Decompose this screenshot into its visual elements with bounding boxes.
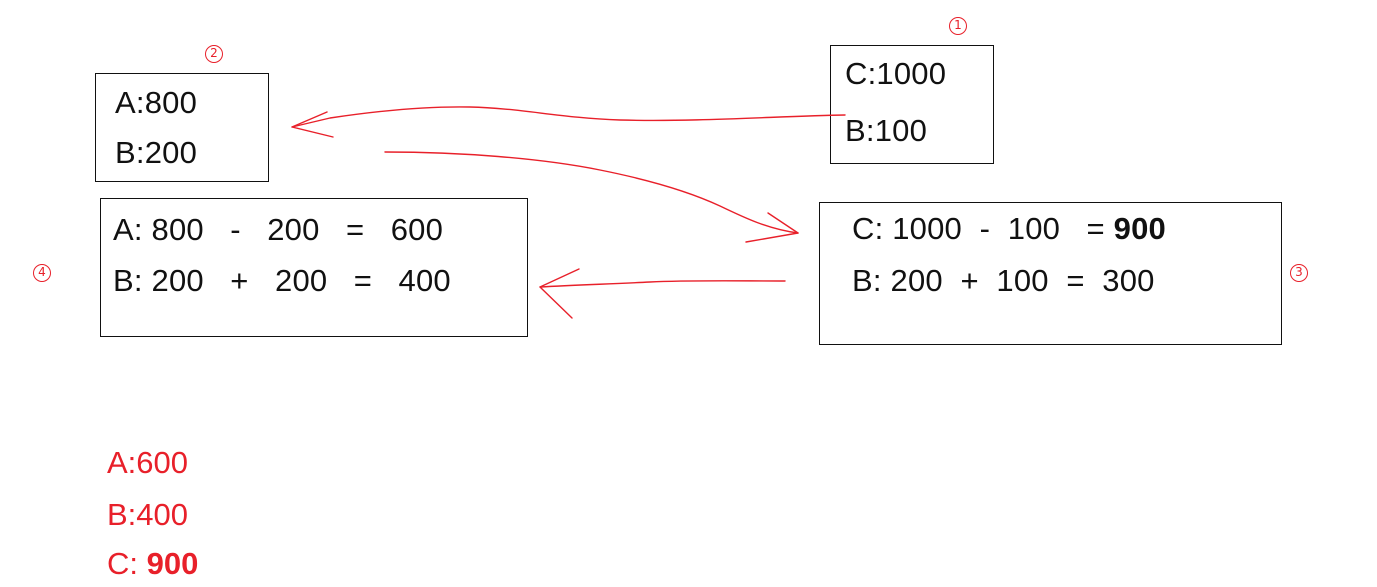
step-marker-3: 3	[1290, 264, 1308, 282]
box-3-line-c: C: 1000 - 100 = 900	[852, 211, 1166, 247]
arrow-box2-to-box3-head	[745, 212, 799, 243]
result-a: A:600	[107, 445, 189, 480]
step-marker-2: 2	[205, 45, 223, 63]
arrow-box1-to-box2	[291, 106, 846, 128]
box-3-line-c-expression: C: 1000 - 100 =	[852, 211, 1114, 246]
box-3-line-c-result: 900	[1113, 211, 1166, 246]
arrow-box1-to-box2-head	[291, 111, 334, 138]
arrow-box3-to-box4	[539, 280, 786, 288]
result-c-label: C:	[107, 546, 147, 581]
box-1: C:1000 B:100	[830, 45, 994, 164]
box-4: A: 800 - 200 = 600 B: 200 + 200 = 400	[100, 198, 528, 337]
box-2-line-b: B:200	[115, 135, 198, 170]
result-c: C: 900	[107, 546, 198, 582]
result-b: B:400	[107, 497, 189, 532]
box-3-line-b: B: 200 + 100 = 300	[852, 263, 1155, 298]
result-c-value: 900	[146, 546, 199, 581]
arrow-box3-to-box4-head	[539, 268, 580, 319]
step-marker-4: 4	[33, 264, 51, 282]
box-3: C: 1000 - 100 = 900 B: 200 + 100 = 300	[819, 202, 1282, 345]
box-1-line-b: B:100	[845, 113, 928, 148]
box-4-line-b: B: 200 + 200 = 400	[113, 263, 451, 298]
box-2-line-a: A:800	[115, 85, 198, 120]
box-1-line-c: C:1000	[845, 56, 947, 91]
step-marker-1: 1	[949, 17, 967, 35]
box-2: A:800 B:200	[95, 73, 269, 182]
box-4-line-a: A: 800 - 200 = 600	[113, 212, 444, 247]
